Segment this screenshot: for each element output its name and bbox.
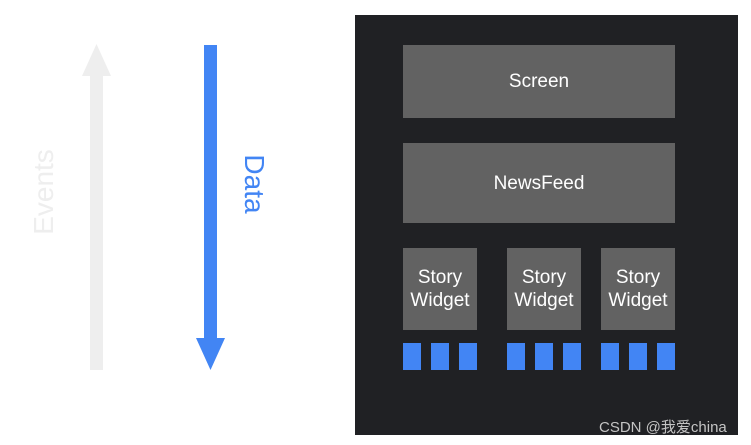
story-item-block	[431, 343, 449, 370]
story-widget-box: Story Widget	[601, 248, 675, 330]
story-widget-label-line2: Widget	[514, 290, 574, 311]
story-widget-label-line2: Widget	[608, 290, 668, 311]
arrows-layer	[82, 44, 225, 370]
story-item-block	[535, 343, 553, 370]
story-item-block	[657, 343, 675, 370]
story-item-block	[403, 343, 421, 370]
story-widget-label-line1: Story	[615, 267, 661, 288]
story-item-block	[507, 343, 525, 370]
screen-box: Screen	[403, 45, 675, 118]
story-widget-label-line1: Story	[417, 267, 463, 288]
story-widget-box: Story Widget	[403, 248, 477, 330]
story-item-block	[563, 343, 581, 370]
story-widget-label-line2: Widget	[410, 290, 470, 311]
watermark: CSDN @我爱china	[599, 419, 727, 436]
events-label: Events	[28, 149, 59, 235]
events-arrow	[82, 44, 111, 370]
widget-tree-panel: Screen NewsFeed Story Widget Story Widge…	[355, 15, 738, 435]
story-item-block	[459, 343, 477, 370]
story-widget-label-line1: Story	[521, 267, 567, 288]
data-arrow	[196, 45, 225, 370]
data-arrow-head	[196, 338, 225, 370]
story-item-block	[601, 343, 619, 370]
newsfeed-box: NewsFeed	[403, 143, 675, 223]
story-widget-box: Story Widget	[507, 248, 581, 330]
data-arrow-shaft	[204, 45, 217, 345]
events-arrow-shaft	[90, 70, 103, 370]
events-arrow-head	[82, 44, 111, 76]
story-item-block	[629, 343, 647, 370]
data-label: Data	[239, 154, 270, 214]
